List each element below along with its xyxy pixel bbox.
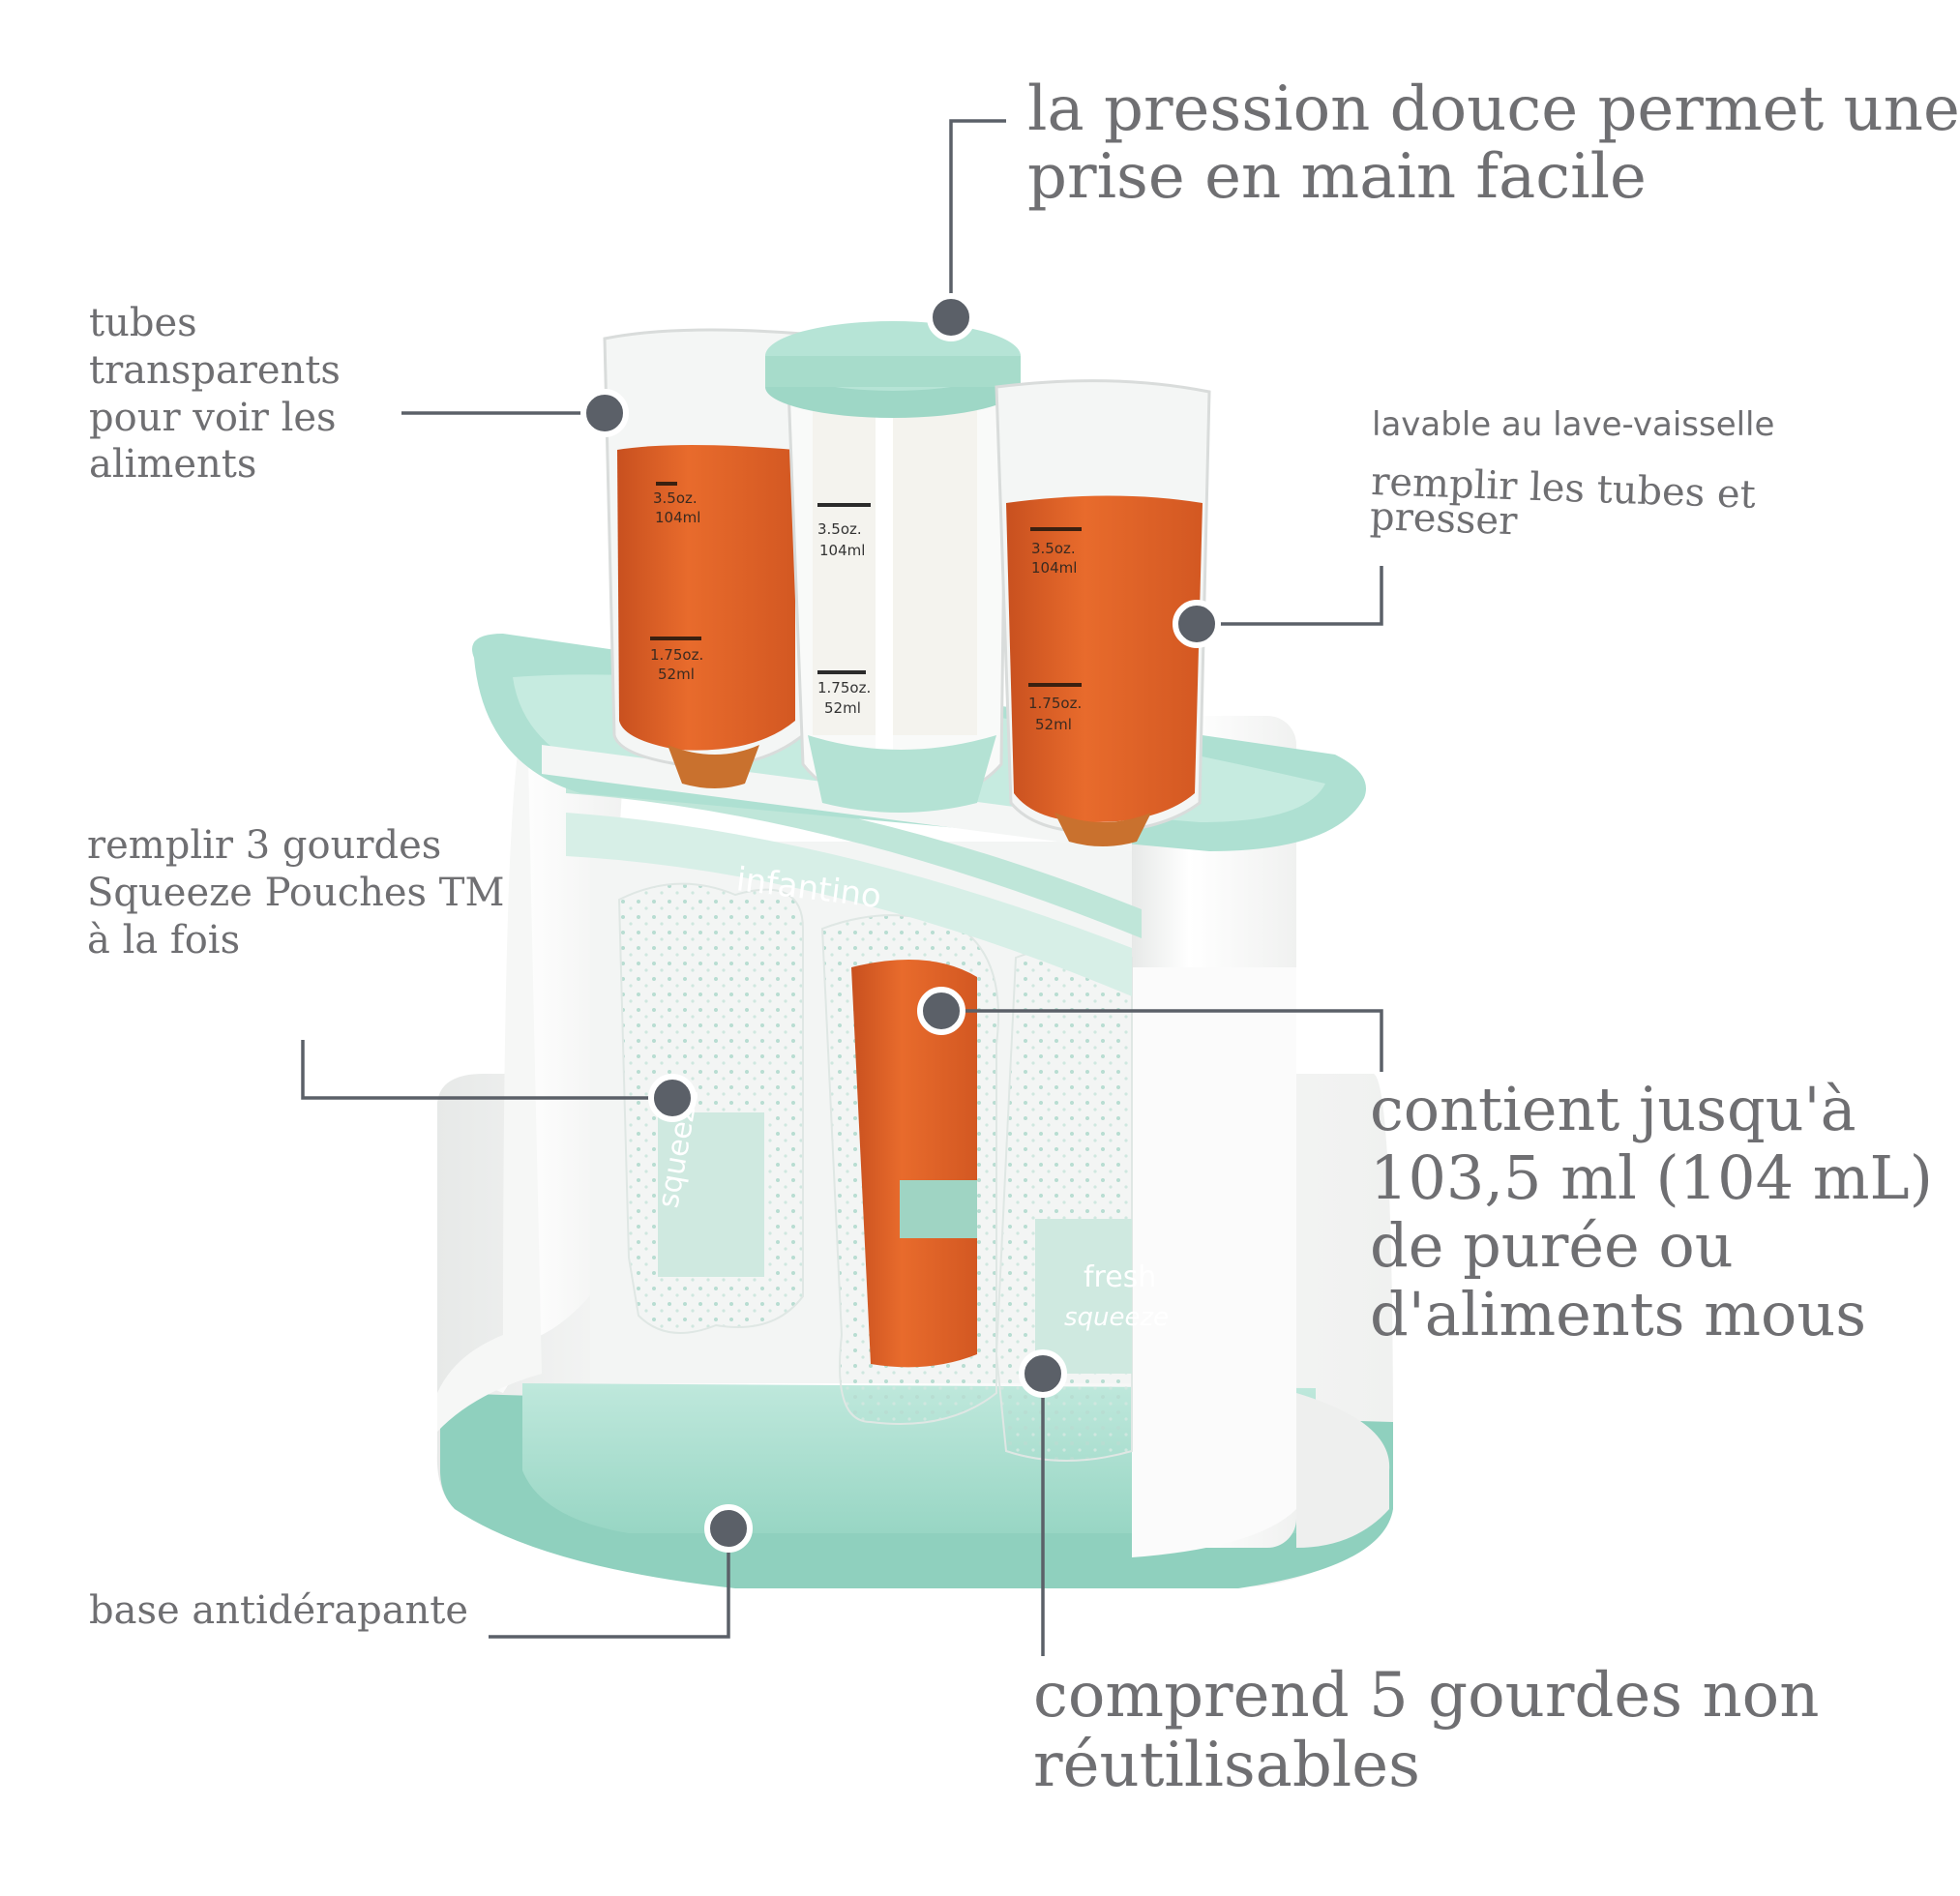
tube-middle-bottom-oz: 1.75oz. [817,679,871,696]
dot-fill-press [1173,600,1221,648]
dot-base [704,1504,753,1553]
callout-tubes-line-1: tubes [89,301,197,345]
tube-right-bottom-ml: 52ml [1035,716,1072,733]
left-pillar [437,716,629,1432]
callout-capacity-line-2: 103,5 ml (104 mL) [1370,1141,1933,1213]
callout-capacity-line-1: contient jusqu'à [1370,1074,1856,1144]
dot-capacity [917,987,965,1035]
dot-top-pressure [927,293,975,341]
callout-top-pressure-line-1: la pression douce permet une [1027,74,1960,145]
tube-left-top-ml: 104ml [655,509,700,526]
pouch-right-text-2: squeeze [1064,1303,1169,1332]
callout-tubes: tubes transparents pour voir les aliment… [89,300,341,489]
callout-fill-pouches-line-1: remplir 3 gourdes [87,823,442,868]
tube-right-top-ml: 104ml [1031,559,1077,577]
callout-capacity-line-3: de purée ou [1370,1210,1734,1282]
callout-includes-line-1: comprend 5 gourdes non [1033,1660,1820,1732]
pouch-center [820,914,999,1425]
callout-fill-pouches-line-3: à la fois [87,917,241,963]
tube-right: 3.5oz. 104ml 1.75oz. 52ml [995,379,1211,846]
tube-right-bottom-oz: 1.75oz. [1028,695,1082,712]
tube-middle: 3.5oz. 104ml 1.75oz. 52ml [787,380,1008,813]
dot-tubes [580,389,629,437]
tube-middle-bottom-ml: 52ml [824,699,861,717]
product-illustration: squeeze fresh squeeze infantino [301,119,1393,1656]
tube-middle-top-ml: 104ml [819,542,865,559]
tube-left-bottom-oz: 1.75oz. [650,646,703,664]
callout-fill-pouches-line-2: Squeeze Pouches TM [87,870,505,915]
callout-tubes-line-2: transparents [89,347,341,393]
callout-capacity: contient jusqu'à 103,5 ml (104 mL) de pu… [1370,1074,1933,1350]
right-pillar [1132,716,1390,1557]
callout-fill-press: remplir les tubes et presser [1369,459,1756,548]
callout-includes: comprend 5 gourdes non réutilisables [1033,1660,1820,1801]
callout-capacity-line-4: d'aliments mous [1370,1279,1867,1350]
callout-base: base antidérapante [89,1588,469,1633]
pouch-left: squeeze [617,882,804,1334]
leader-capacity [941,1009,1383,1072]
leader-lines [301,119,1383,1656]
leader-base [489,1528,730,1639]
callout-dishwasher: lavable au lave-vaisselle [1372,405,1775,444]
pouch-right-text: fresh [1084,1260,1156,1294]
tube-left: 3.5oz. 104ml 1.75oz. 52ml [603,328,805,788]
callout-dots [580,293,1221,1553]
tube-left-top-oz: 3.5oz. [653,489,698,507]
callout-fill-pouches: remplir 3 gourdes Squeeze Pouches TM à l… [87,822,504,963]
pouch-right: fresh squeeze [995,947,1169,1462]
dot-includes [1019,1349,1067,1398]
tube-middle-top-oz: 3.5oz. [817,520,862,538]
dot-fill-pouches [648,1074,697,1122]
product-infographic: squeeze fresh squeeze infantino [87,75,1960,1801]
leader-top-pressure [949,119,1006,314]
callout-top-pressure: la pression douce permet une prise en ma… [1027,75,1960,212]
tube-left-bottom-ml: 52ml [658,666,695,683]
leader-fill-press [1197,566,1383,626]
callout-includes-line-2: réutilisables [1033,1729,1420,1801]
tube-right-top-oz: 3.5oz. [1031,540,1076,557]
callout-tubes-line-3: pour voir les [89,395,337,440]
callout-tubes-line-4: aliments [89,442,257,488]
callout-top-pressure-line-2: prise en main facile [1027,141,1647,214]
leader-fill-pouches [301,1040,672,1100]
plunger-cap [765,321,1021,418]
